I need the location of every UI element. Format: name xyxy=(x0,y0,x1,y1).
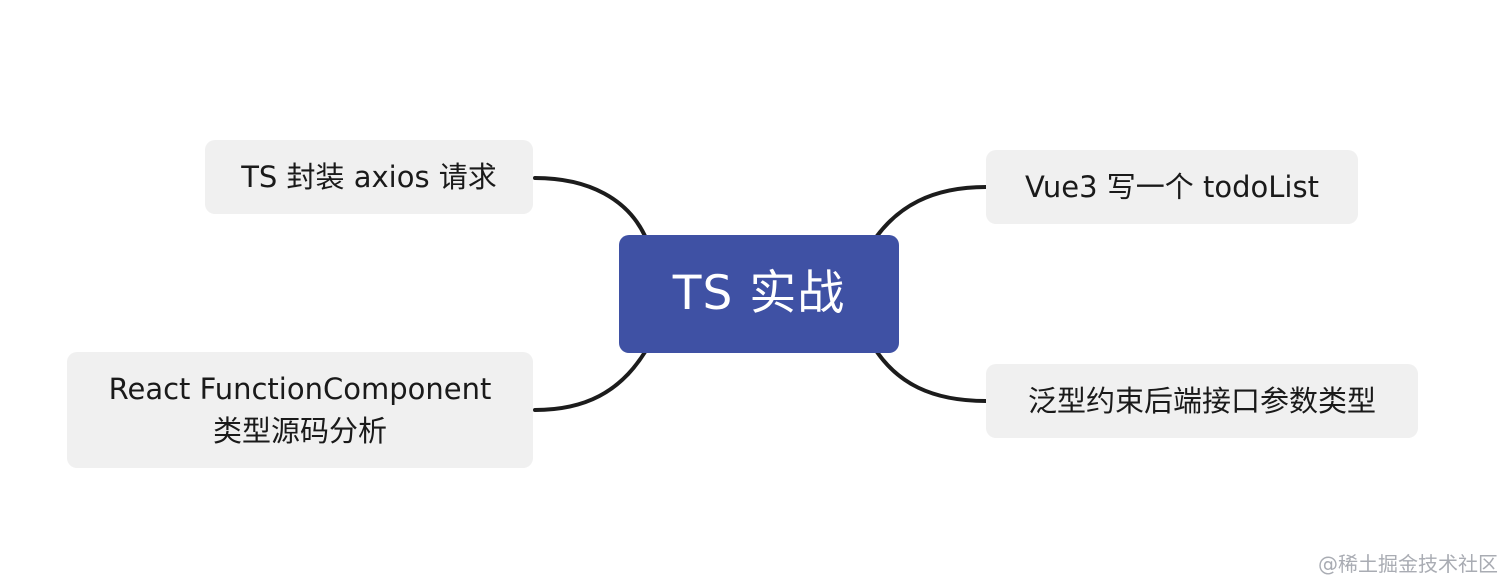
branch-node-axios[interactable]: TS 封装 axios 请求 xyxy=(205,140,533,214)
branch-node-vue-todolist[interactable]: Vue3 写一个 todoList xyxy=(986,150,1358,224)
root-node[interactable]: TS 实战 xyxy=(619,235,899,353)
branch-node-label: Vue3 写一个 todoList xyxy=(1025,170,1319,204)
branch-node-generic-constraints[interactable]: 泛型约束后端接口参数类型 xyxy=(986,364,1418,438)
connector-vue xyxy=(875,185,988,238)
connector-react xyxy=(533,350,647,412)
branch-node-label: 泛型约束后端接口参数类型 xyxy=(1027,384,1376,418)
branch-node-label: React FunctionComponent 类型源码分析 xyxy=(108,372,492,448)
connector-axios xyxy=(533,176,647,238)
branch-node-label: TS 封装 axios 请求 xyxy=(241,160,497,194)
branch-node-react-function-component[interactable]: React FunctionComponent 类型源码分析 xyxy=(67,352,533,468)
watermark-text: @稀土掘金技术社区 xyxy=(1318,552,1498,576)
connector-generic xyxy=(875,350,988,403)
root-node-label: TS 实战 xyxy=(672,266,846,321)
